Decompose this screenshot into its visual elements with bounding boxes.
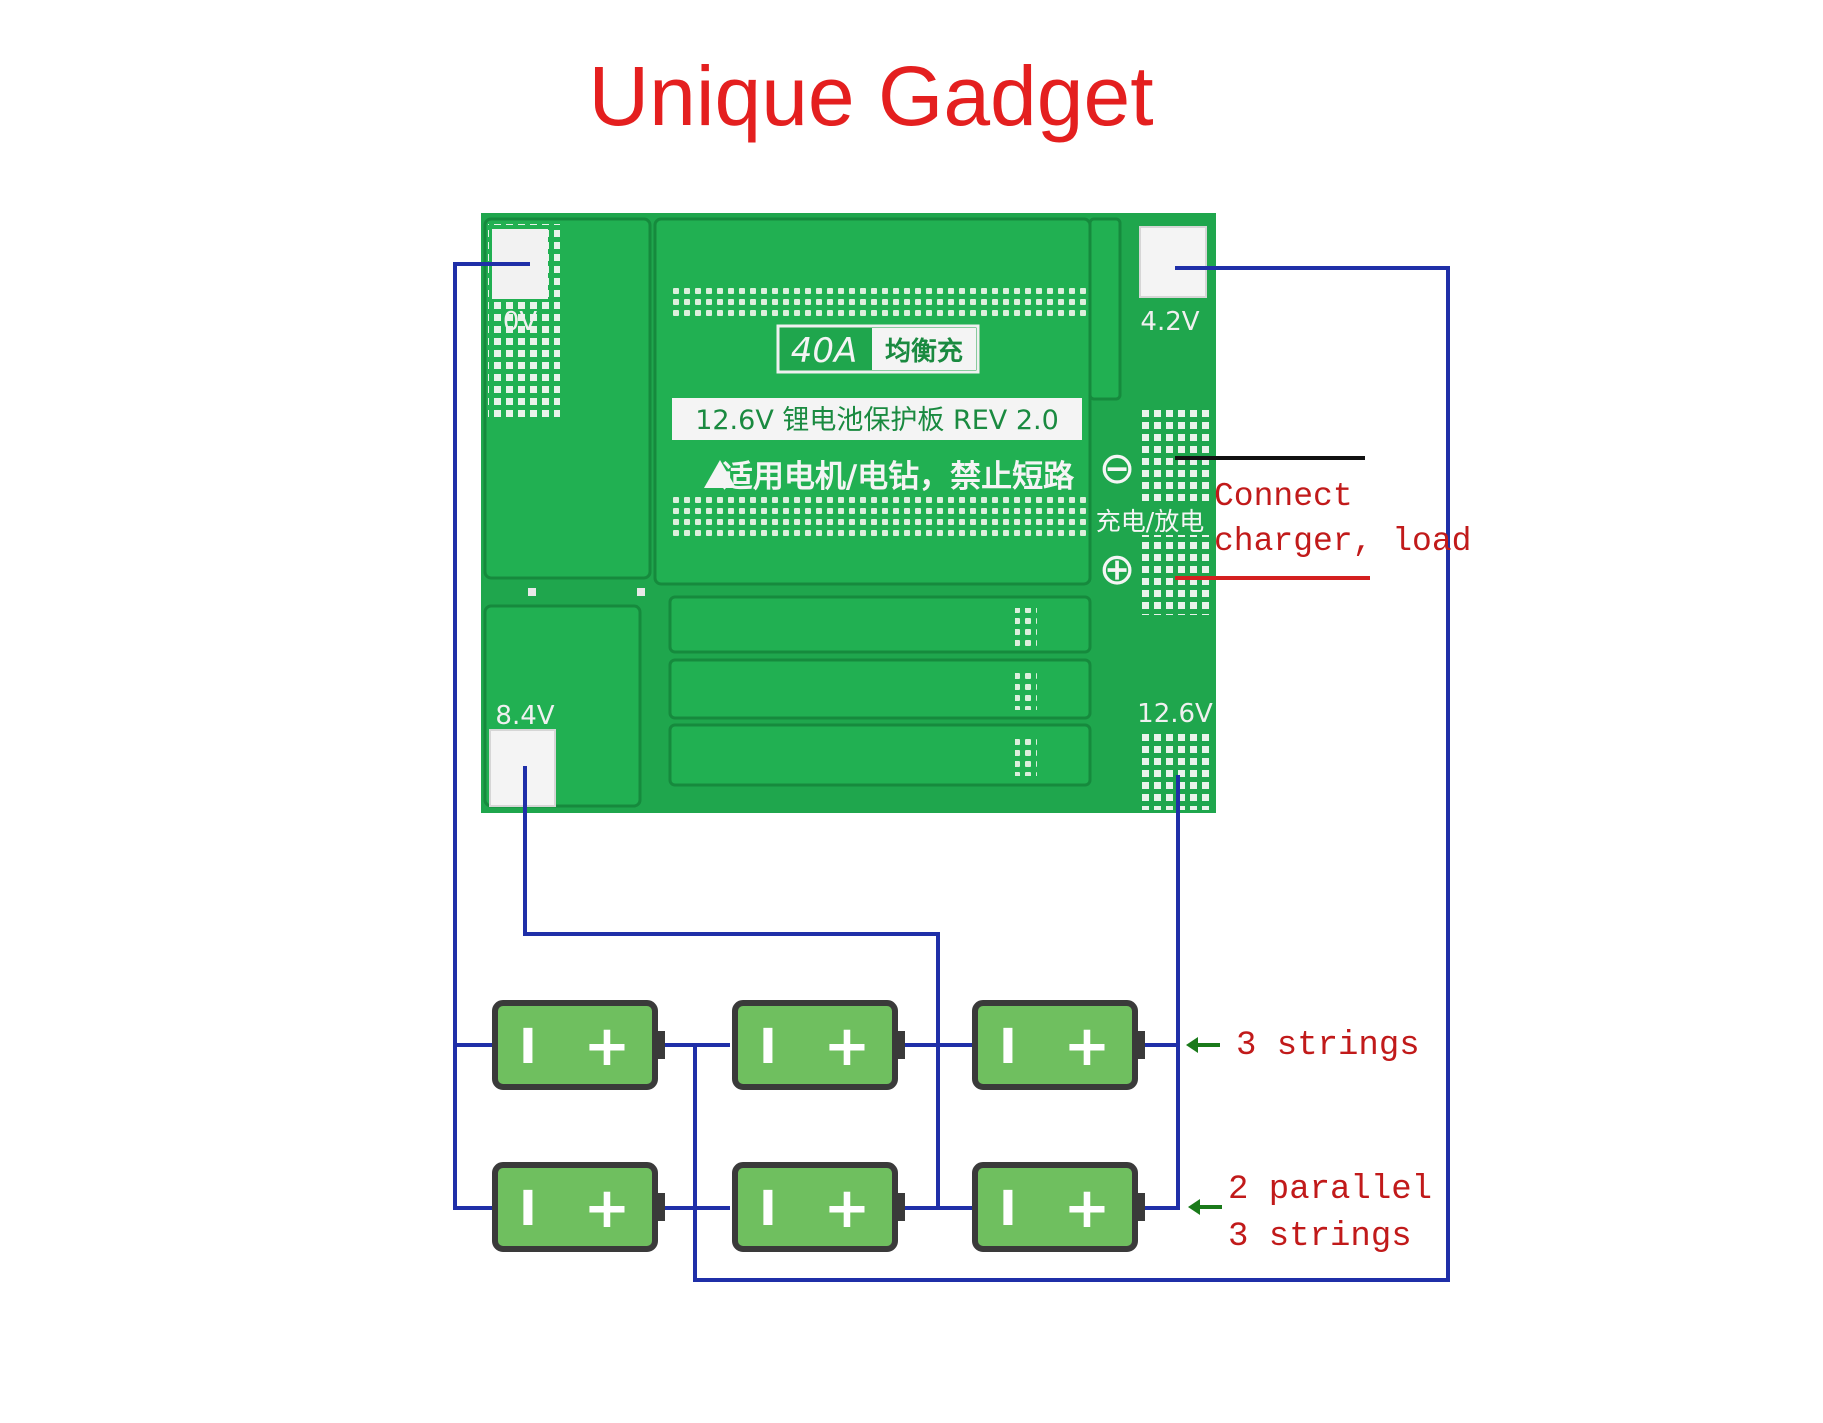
plus-symbol: ⊕ <box>1099 544 1136 595</box>
label-0v: 0V <box>503 307 538 337</box>
wire-126v <box>1135 775 1180 1210</box>
pcb-cell-bar-3 <box>668 723 1092 787</box>
pad-negative <box>1140 408 1210 503</box>
minus-symbol: ⊖ <box>1099 443 1136 494</box>
charge-discharge-label: 充电/放电 <box>1096 507 1204 536</box>
pcb-cell-bar-2 <box>668 658 1092 720</box>
battery-minus: I <box>759 1181 777 1237</box>
annotation-connect-line1: Connect <box>1214 478 1353 515</box>
smd-dot-2 <box>637 588 645 596</box>
battery-cell: I + <box>492 1000 665 1090</box>
battery-cell: I + <box>972 1162 1145 1252</box>
smd-dot-1 <box>528 588 536 596</box>
wire-0v <box>453 262 530 1210</box>
battery-minus: I <box>519 1181 537 1237</box>
battery-plus: + <box>1064 1014 1111 1079</box>
arrow-left-icon <box>1186 1037 1220 1053</box>
product-line: 12.6V 锂电池保护板 REV 2.0 <box>695 405 1059 436</box>
battery-plus: + <box>584 1176 631 1241</box>
battery-row-2: I + I + I + <box>492 1162 1145 1252</box>
via-group-1 <box>1015 608 1037 646</box>
badge-balance: 均衡充 <box>885 336 963 367</box>
battery-cell: I + <box>732 1000 905 1090</box>
battery-plus: + <box>824 1014 871 1079</box>
warning-line: 适用电机/电钻，禁止短路 <box>722 459 1075 495</box>
battery-cell: I + <box>972 1000 1145 1090</box>
via-row-top <box>672 284 1087 320</box>
annotation-strings-row2-line2: 3 strings <box>1228 1218 1412 1256</box>
battery-plus: + <box>1064 1176 1111 1241</box>
pcb-region-right <box>1088 217 1122 401</box>
product-strip <box>672 398 1082 440</box>
battery-plus: + <box>824 1176 871 1241</box>
warning-icon <box>704 460 736 488</box>
via-group-2 <box>1015 672 1037 710</box>
battery-minus: I <box>759 1019 777 1075</box>
annotation-strings-row2-line1: 2 parallel <box>1228 1171 1432 1209</box>
wiring <box>453 262 1450 1282</box>
battery-plus: + <box>584 1014 631 1079</box>
battery-cell: I + <box>732 1162 905 1252</box>
wire-42v <box>693 266 1450 1282</box>
battery-minus: I <box>999 1019 1017 1075</box>
annotation-connect-line2: charger, load <box>1214 523 1471 560</box>
pad-84v <box>489 729 556 807</box>
battery-minus: I <box>999 1181 1017 1237</box>
page-title: Unique Gadget <box>588 49 1153 143</box>
pad-126v <box>1140 730 1210 810</box>
via-group-3 <box>1015 738 1037 776</box>
battery-row-1: I + I + I + <box>492 1000 1145 1090</box>
battery-cell: I + <box>492 1162 665 1252</box>
badge-40a: 40A <box>791 331 858 371</box>
label-42v: 4.2V <box>1140 307 1199 337</box>
badge-balance-box <box>872 328 976 370</box>
label-126v: 12.6V <box>1137 699 1213 729</box>
battery-minus: I <box>519 1019 537 1075</box>
label-84v: 8.4V <box>495 701 554 731</box>
arrow-left-icon <box>1188 1199 1222 1215</box>
pad-positive <box>1140 535 1210 615</box>
pad-42v <box>1139 226 1207 298</box>
bms-board: 0V 4.2V 8.4V 12.6V ⊖ 充电/放电 ⊕ 40A 均衡充 12.… <box>481 213 1216 813</box>
pcb-cell-bar-1 <box>668 595 1092 654</box>
wire-84v <box>523 766 940 1208</box>
annotation-strings-row1: 3 strings <box>1236 1027 1420 1065</box>
via-row-middle <box>672 497 1087 537</box>
